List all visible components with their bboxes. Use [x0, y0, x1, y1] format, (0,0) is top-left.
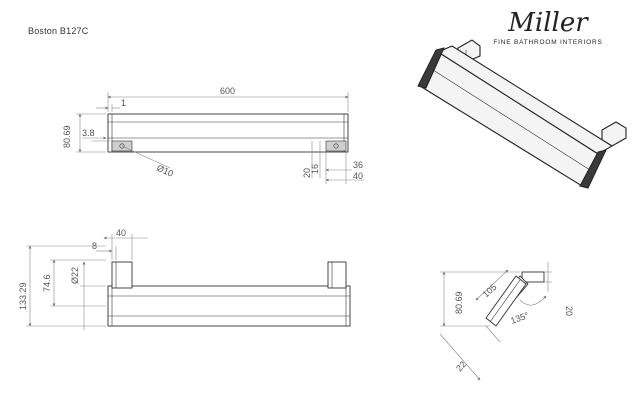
dim-side-angle: 135°: [509, 310, 530, 326]
screw-hole-left: [119, 143, 125, 149]
top-bar-body: [107, 285, 351, 327]
brand-tagline: FINE BATHROOM INTERIORS: [493, 39, 603, 46]
dim-side-20: 20: [564, 306, 574, 316]
iso-endcap-right: [579, 149, 607, 189]
dim-40: 40: [353, 171, 363, 181]
product-code: Boston B127C: [28, 26, 89, 36]
top-view: 40 8 133.29 74.6 Ø22: [18, 228, 351, 330]
top-bracket-left: [111, 261, 133, 289]
dim-side-22: 22: [454, 359, 468, 373]
dim-side-105: 105: [481, 282, 499, 299]
dim-tube-diameter: Ø22: [70, 267, 80, 284]
dim-screw-diameter: Ø10: [155, 163, 175, 179]
dim-overall-width: 600: [220, 86, 235, 96]
dim-top-depth: 133.29: [18, 282, 28, 310]
iso-bar-front: [419, 51, 599, 187]
dim-top-bracket-depth: 74.6: [42, 274, 52, 292]
side-wall-plate: [521, 271, 545, 283]
front-view: 600 1 80.69 3.8 Ø10 20 16 36 40: [62, 86, 364, 184]
front-bar-body: [107, 113, 349, 153]
dim-20: 20: [302, 168, 312, 178]
dim-height: 80.69: [62, 125, 72, 148]
isometric-view: [417, 39, 627, 189]
side-view: 80.69 105 20 135° 22: [439, 262, 574, 381]
dim-side-height: 80.69: [454, 291, 464, 314]
brand-logo-block: Miller FINE BATHROOM INTERIORS: [478, 8, 618, 46]
dim-bracket-gap: 3.8: [82, 128, 95, 138]
top-bracket-right: [327, 261, 347, 289]
dim-top-width: 40: [116, 228, 126, 238]
screw-hole-right: [333, 143, 339, 149]
dim-36: 36: [353, 160, 363, 170]
dim-16: 16: [310, 164, 320, 174]
dim-bracket-offset: 1: [121, 98, 126, 108]
front-bracket-right: [325, 140, 347, 152]
brand-logo: Miller: [508, 8, 588, 38]
iso-endcap-left: [417, 47, 445, 89]
